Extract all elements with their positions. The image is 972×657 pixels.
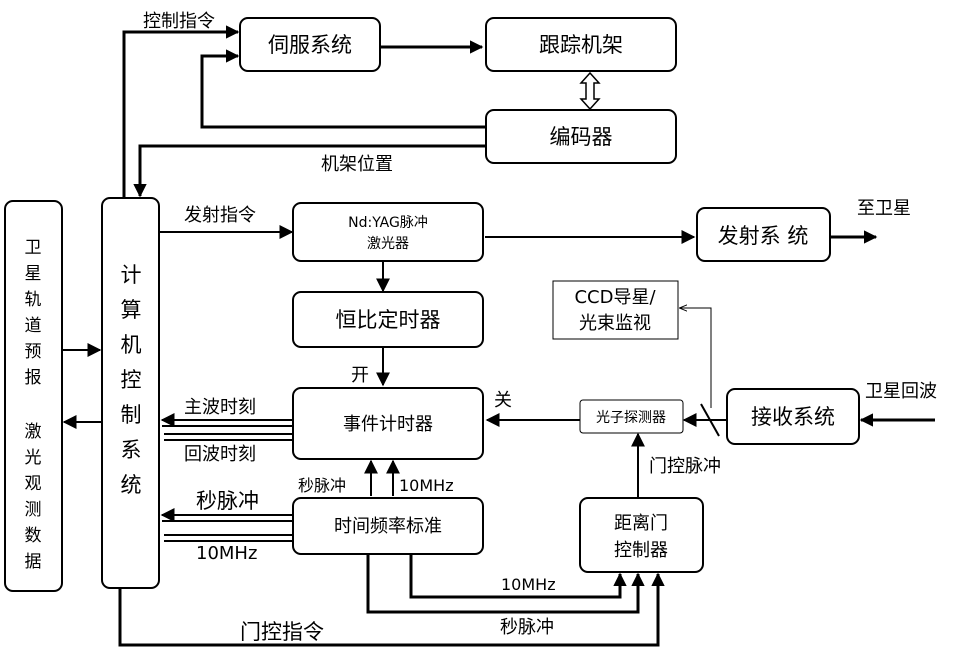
- laser-box: [292, 202, 484, 262]
- receiver-box: [726, 388, 860, 445]
- forecast-char-2: 轨: [25, 290, 42, 310]
- second-pulse-computer-label: 秒脉冲: [196, 489, 259, 513]
- laser-label-line2: 激光器: [367, 235, 409, 252]
- computer-char-6: 统: [121, 473, 142, 497]
- cfd-label: 恒比定时器: [336, 308, 441, 332]
- satellite-forecast-box: [4, 200, 63, 592]
- computer-char-0: 计: [121, 263, 142, 287]
- observation-char-3: 测: [25, 500, 42, 520]
- open-label: 开: [351, 365, 369, 386]
- photon-detector-label: 光子探测器: [596, 410, 666, 426]
- gate-cmd-line: [118, 572, 665, 647]
- observation-char-5: 据: [25, 552, 42, 572]
- beam-splitter: [700, 403, 720, 437]
- ccd-monitor-box: [552, 280, 679, 340]
- observation-char-0: 激: [25, 422, 42, 442]
- observation-char-2: 观: [25, 474, 42, 494]
- servo-system-label: 伺服系统: [268, 33, 352, 57]
- close-label: 关: [494, 390, 512, 411]
- mount-position-line: [133, 144, 486, 198]
- forecast-char-1: 星: [25, 264, 42, 284]
- tracking-mount-label: 跟踪机架: [539, 33, 623, 57]
- ccd-monitor-label-line1: CCD导星/: [574, 287, 656, 308]
- computer-control-text: 计 算 机 控 制 系 统: [121, 263, 142, 497]
- forecast-char-0: 卫: [25, 238, 42, 258]
- transmit-system-box: [696, 207, 831, 262]
- second-pulse-range-gate-label: 秒脉冲: [500, 617, 554, 638]
- computer-char-1: 算: [121, 298, 142, 322]
- forecast-char-5: 报: [25, 368, 42, 388]
- mhz-computer-label: 10MHz: [196, 543, 257, 564]
- range-gate-label-line1: 距离门: [614, 513, 668, 534]
- forecast-char-3: 道: [25, 316, 42, 336]
- observation-char-4: 数: [25, 526, 42, 546]
- computer-char-5: 系: [121, 438, 142, 462]
- event-timer-box: [292, 387, 484, 460]
- computer-char-2: 机: [121, 333, 142, 357]
- computer-char-3: 控: [121, 368, 142, 392]
- gate-cmd-label: 门控指令: [240, 620, 324, 644]
- mhz-timer-label: 10MHz: [399, 476, 454, 495]
- forecast-char-4: 预: [25, 342, 42, 362]
- photon-detector-box: [579, 399, 684, 434]
- ccd-monitor-label-line2: 光束监视: [579, 313, 651, 334]
- servo-system-box: [239, 17, 381, 72]
- satellite-forecast-text: 卫 星 轨 道 预 报 激 光 观 测 数 据: [25, 238, 42, 572]
- time-freq-standard-box: [292, 497, 484, 555]
- computer-char-4: 制: [121, 403, 142, 427]
- range-gate-label-line2: 控制器: [614, 540, 668, 561]
- second-pulse-timer-label: 秒脉冲: [298, 476, 346, 495]
- mhz-to-range-gate-line: [409, 554, 627, 599]
- to-satellite-label: 至卫星: [857, 198, 911, 219]
- observation-char-1: 光: [25, 448, 42, 468]
- control-cmd-line: [122, 25, 240, 197]
- sat-echo-label: 卫星回波: [865, 381, 937, 402]
- second-pulse-to-range-gate-line: [366, 554, 645, 614]
- cfd-box: [292, 291, 484, 348]
- main-wave-time-label: 主波时刻: [184, 397, 256, 418]
- splitter-to-ccd-line: [680, 308, 712, 408]
- range-gate-box: [579, 497, 704, 573]
- computer-control-box: [101, 197, 160, 589]
- receiver-label: 接收系统: [751, 405, 835, 429]
- event-timer-label: 事件计时器: [343, 414, 433, 435]
- mount-encoder-link: [579, 71, 601, 111]
- fire-cmd-label: 发射指令: [184, 205, 256, 226]
- laser-label-line1: Nd:YAG脉冲: [348, 215, 428, 231]
- mount-position-label: 机架位置: [321, 154, 393, 175]
- time-freq-standard-label: 时间频率标准: [334, 516, 442, 537]
- encoder-to-servo-line: [200, 49, 486, 129]
- encoder-label: 编码器: [550, 125, 613, 149]
- gate-pulse-label: 门控脉冲: [649, 456, 721, 477]
- tracking-mount-box: [485, 17, 677, 72]
- transmit-system-label: 发射系 统: [718, 224, 809, 248]
- mhz-range-gate-label: 10MHz: [501, 575, 556, 594]
- control-cmd-label: 控制指令: [143, 11, 215, 32]
- echo-time-label: 回波时刻: [184, 444, 256, 465]
- encoder-box: [485, 109, 677, 164]
